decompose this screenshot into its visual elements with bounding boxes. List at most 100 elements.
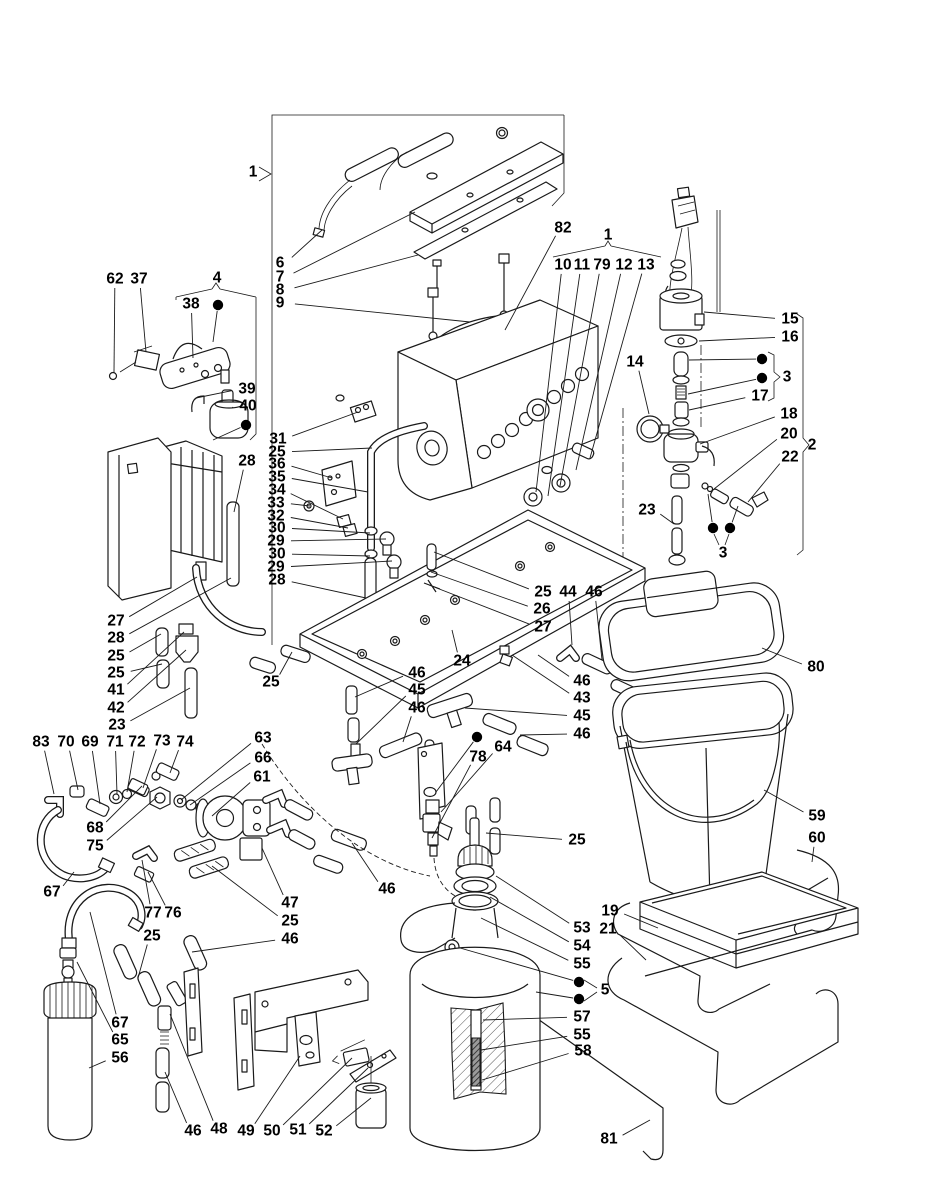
- callout-label-44: 44: [559, 584, 577, 601]
- pipe-28a: [226, 501, 240, 587]
- fitting-65c: [61, 965, 75, 979]
- pump-body-61: [202, 795, 248, 841]
- callout-label-1: 1: [249, 164, 258, 181]
- nut-71: [108, 789, 124, 805]
- leader-line: [127, 649, 187, 703]
- callout-label-3: 3: [719, 545, 728, 562]
- callout-label-24: 24: [453, 653, 471, 670]
- washer: [669, 270, 687, 282]
- leader-line: [44, 750, 55, 795]
- callout-label-23: 23: [638, 502, 656, 519]
- tube-46: [516, 734, 549, 757]
- float-top: [214, 399, 244, 409]
- leader-line: [435, 741, 474, 793]
- clamp-43b: [499, 653, 513, 667]
- leader-line: [308, 1067, 369, 1125]
- leader-line: [164, 1071, 188, 1124]
- tee-68: [127, 778, 149, 796]
- bucket-body-59: [619, 713, 789, 904]
- pressure-stat: [349, 400, 377, 423]
- callout-label-33: 33: [267, 495, 285, 512]
- plate-hole: [200, 369, 210, 379]
- plate-slot: [189, 983, 196, 999]
- hose-nut: [97, 857, 116, 874]
- leader-line: [62, 871, 75, 887]
- leader-line: [129, 577, 232, 635]
- callout-label-4: 4: [213, 270, 222, 287]
- leader-line: [354, 675, 404, 698]
- lid-assembly: [312, 126, 564, 292]
- callout-label-28: 28: [268, 572, 286, 589]
- callout-label-28: 28: [107, 630, 125, 647]
- bracket-1-row: [552, 240, 662, 258]
- leader-line: [707, 493, 713, 523]
- clamp-43: [499, 645, 510, 655]
- bucket-lid-80: [598, 570, 785, 682]
- leader-line: [291, 581, 367, 599]
- boiler-port: [490, 433, 506, 449]
- tube-46-diag: [183, 935, 208, 971]
- boiler-port: [504, 422, 520, 438]
- washer-63-hole: [176, 797, 184, 805]
- leader-line: [763, 789, 804, 813]
- callout-label-81: 81: [600, 1131, 618, 1148]
- leader-line: [595, 600, 603, 661]
- gasket-hole: [461, 227, 469, 233]
- callout-dot: [240, 419, 252, 431]
- strip-hole: [366, 1061, 374, 1069]
- leader-line: [402, 716, 412, 743]
- lid-washer: [426, 172, 438, 180]
- callout-label-46: 46: [585, 584, 603, 601]
- elbow-base: [670, 473, 690, 489]
- bracket-hole: [335, 473, 341, 479]
- leader-line: [430, 571, 528, 607]
- washer: [670, 259, 686, 269]
- check-valve-22: [729, 496, 754, 517]
- bracket-3-right: [767, 351, 781, 402]
- leader-line: [622, 1119, 651, 1136]
- tube-46: [482, 712, 517, 735]
- callout-label-41: 41: [107, 682, 125, 699]
- leader-line: [291, 528, 371, 534]
- callout-label-40: 40: [239, 398, 256, 415]
- slot-plate-2: [233, 993, 255, 1091]
- callout-label-14: 14: [626, 354, 644, 371]
- fitting-20: [709, 488, 730, 505]
- dashed-hose-mid: [261, 743, 431, 877]
- elbow-pipe-inner: [368, 423, 427, 551]
- tube-46: [283, 799, 314, 821]
- callout-label-79: 79: [593, 257, 611, 274]
- washer: [672, 417, 690, 427]
- callout-label-71: 71: [106, 734, 124, 751]
- foot-hole: [299, 1034, 313, 1046]
- callout-label-3: 3: [783, 369, 792, 386]
- callout-label-39: 39: [238, 381, 256, 398]
- leader-line: [88, 1060, 106, 1069]
- hex-nut-hole: [154, 792, 166, 804]
- callout-label-58: 58: [574, 1043, 592, 1060]
- callout-label-55: 55: [573, 1027, 591, 1044]
- plate-handle: [172, 342, 203, 360]
- softener-cartridge-58: [471, 1037, 481, 1087]
- callout-label-59: 59: [808, 808, 826, 825]
- bracket-brace: [254, 1023, 288, 1033]
- microswitch-50: [331, 1039, 370, 1067]
- callout-label-70: 70: [57, 734, 74, 751]
- callout-label-15: 15: [781, 311, 799, 328]
- bracket-hole: [420, 750, 428, 758]
- filter-bottle-56: [47, 1017, 93, 1141]
- callout-label-67: 67: [111, 1015, 128, 1032]
- callout-label-80: 80: [807, 659, 824, 676]
- plate-hole: [466, 192, 474, 198]
- leader-line: [211, 782, 251, 817]
- callout-label-82: 82: [554, 220, 571, 237]
- leader-line: [428, 584, 530, 625]
- connector-tab: [676, 186, 691, 199]
- callout-dot: [212, 299, 224, 311]
- leader-line: [291, 553, 371, 557]
- float-plate: [159, 346, 231, 390]
- element-terminal: [427, 287, 439, 298]
- level-rod: [716, 210, 721, 312]
- leader-line: [254, 1055, 301, 1124]
